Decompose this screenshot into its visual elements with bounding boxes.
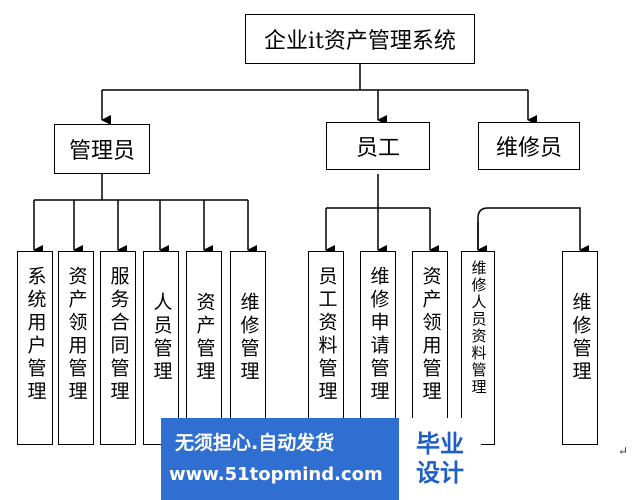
node-admin-repair-mgmt: 维修管理: [230, 251, 266, 445]
branch-repairer: 维修员: [478, 122, 580, 170]
branch-staff-label: 员工: [355, 136, 400, 161]
node-admin-system-user-mgmt: 系统用户管理: [17, 251, 53, 445]
branch-admin: 管理员: [54, 124, 150, 174]
watermark-badge-bottom: 设计: [416, 459, 464, 487]
node-label: 员工资料管理: [315, 266, 338, 404]
node-repairer-repair-mgmt: 维修管理: [562, 251, 598, 445]
watermark-slogan: 无须担心.自动发货: [175, 432, 335, 454]
watermark-badge-top: 毕业: [416, 430, 464, 459]
root-node: 企业it资产管理系统: [245, 14, 475, 64]
watermark-badge: 毕业 设计: [399, 418, 481, 500]
node-staff-asset-issue-mgmt: 资产领用管理: [412, 251, 448, 445]
node-label: 人员管理: [150, 292, 173, 384]
node-staff-repair-request-mgmt: 维修申请管理: [360, 251, 396, 445]
node-admin-asset-mgmt: 资产管理: [186, 251, 222, 445]
node-label: 维修管理: [237, 292, 260, 384]
watermark-banner: 无须担心.自动发货 www.51topmind.com 毕业 设计: [161, 418, 481, 500]
node-label: 资产领用管理: [419, 266, 442, 404]
node-label: 维修管理: [569, 292, 592, 384]
node-label: 资产管理: [193, 292, 216, 384]
node-label: 资产领用管理: [65, 266, 88, 404]
node-label: 服务合同管理: [107, 266, 130, 404]
paragraph-mark: ↵: [618, 444, 629, 458]
branch-staff: 员工: [326, 122, 430, 170]
node-label: 维修人员资料管理: [469, 260, 488, 396]
node-admin-personnel-mgmt: 人员管理: [143, 251, 179, 445]
root-label: 企业it资产管理系统: [264, 29, 456, 54]
node-staff-profile-mgmt: 员工资料管理: [308, 251, 344, 445]
watermark-url: www.51topmind.com: [169, 464, 383, 485]
node-admin-asset-issue-mgmt: 资产领用管理: [58, 251, 94, 445]
node-label: 系统用户管理: [24, 266, 47, 404]
node-repairer-profile-mgmt: 维修人员资料管理: [461, 251, 495, 445]
node-admin-service-contract-mgmt: 服务合同管理: [100, 251, 136, 445]
branch-repairer-label: 维修员: [495, 136, 562, 161]
branch-admin-label: 管理员: [68, 139, 135, 164]
node-label: 维修申请管理: [367, 266, 390, 404]
